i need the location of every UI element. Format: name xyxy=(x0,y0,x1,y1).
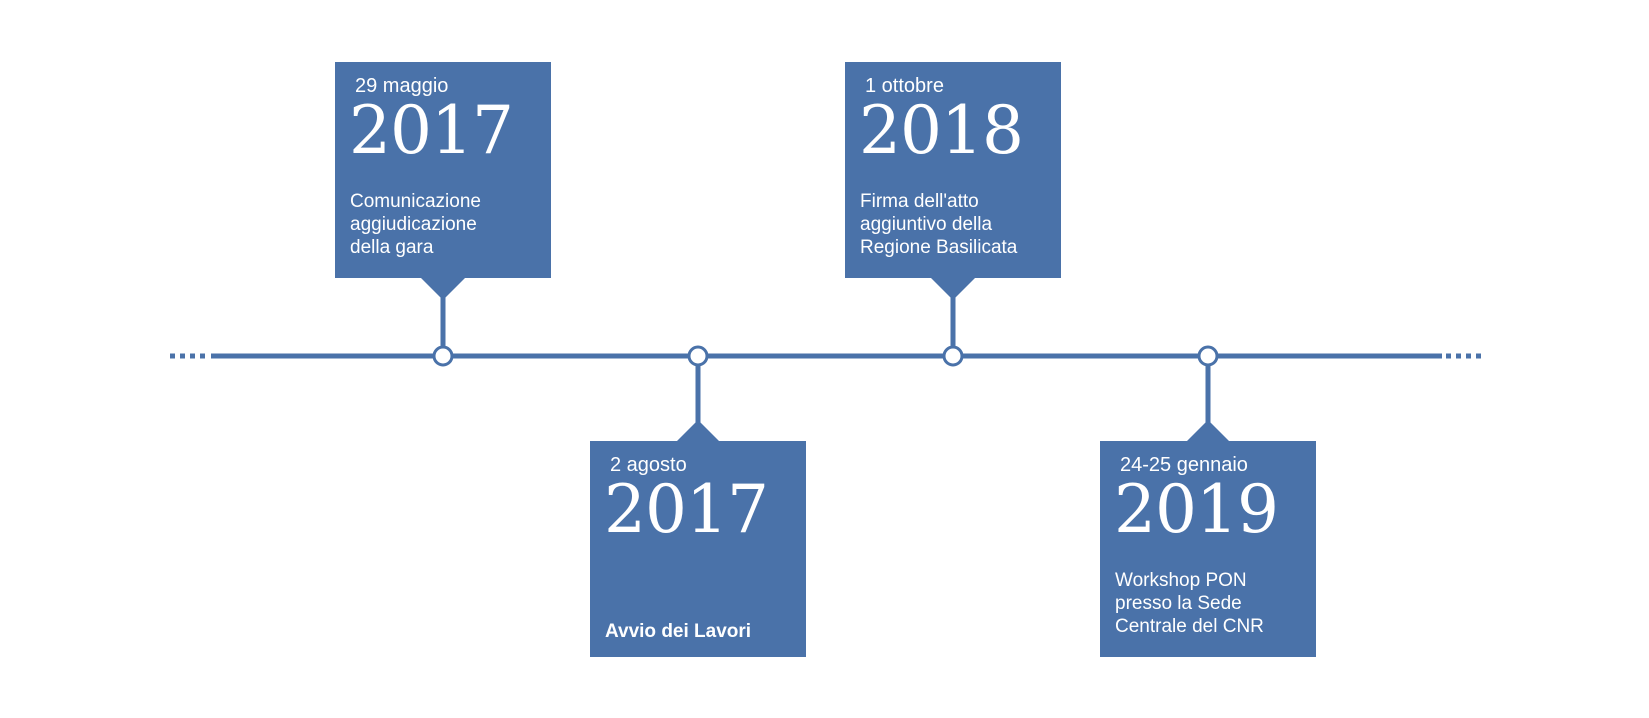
event-date: 1 ottobre xyxy=(865,75,944,97)
connector-event-1 xyxy=(420,277,466,346)
event-card-2: 2 agosto 2017 Avvio dei Lavori xyxy=(590,441,806,657)
connector-event-3 xyxy=(930,277,976,346)
timeline-node-2 xyxy=(687,345,709,367)
event-year: 2017 xyxy=(349,92,514,169)
event-date: 29 maggio xyxy=(355,75,449,97)
event-description: Workshop PON presso la Sede Centrale del… xyxy=(1115,570,1264,637)
event-card-4: 24-25 gennaio 2019 Workshop PON presso l… xyxy=(1100,441,1316,657)
event-description: Comunicazione aggiudicazione della gara xyxy=(350,191,481,258)
timeline-node-4 xyxy=(1197,345,1219,367)
event-date: 24-25 gennaio xyxy=(1120,454,1248,476)
connector-event-4 xyxy=(1185,366,1231,443)
connector-event-2 xyxy=(675,366,721,443)
timeline-node-1 xyxy=(432,345,454,367)
event-description: Avvio dei Lavori xyxy=(605,621,752,642)
event-card-3: 1 ottobre 2018 Firma dell'atto aggiuntiv… xyxy=(845,62,1061,278)
event-year: 2018 xyxy=(859,92,1024,169)
event-year: 2019 xyxy=(1114,471,1279,548)
event-card-1: 29 maggio 2017 Comunicazione aggiudicazi… xyxy=(335,62,551,278)
event-date: 2 agosto xyxy=(610,454,687,476)
event-description: Firma dell'atto aggiuntivo della Regione… xyxy=(860,191,1018,258)
event-year: 2017 xyxy=(604,471,769,548)
timeline-node-3 xyxy=(942,345,964,367)
